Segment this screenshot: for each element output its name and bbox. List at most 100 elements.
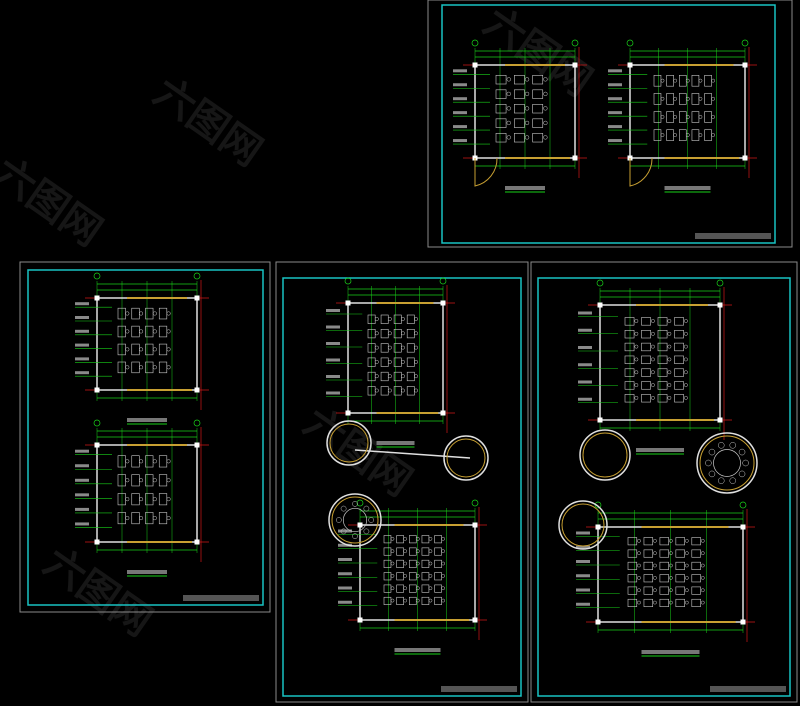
chair	[698, 133, 703, 137]
desk	[675, 586, 685, 595]
label-text	[578, 397, 592, 401]
desk	[408, 584, 417, 593]
label-text	[578, 380, 592, 384]
chair	[683, 344, 688, 349]
column	[595, 619, 601, 625]
desk	[396, 535, 404, 544]
desk	[691, 537, 701, 546]
column	[472, 522, 478, 528]
label-text	[578, 328, 592, 332]
chair	[363, 505, 370, 512]
chair	[125, 347, 130, 352]
chair	[711, 115, 715, 119]
chair	[152, 311, 157, 316]
chair	[634, 370, 639, 375]
chair	[667, 395, 672, 400]
round-wall	[328, 493, 382, 547]
desk	[674, 381, 684, 390]
floor-plan	[608, 39, 757, 193]
chair	[390, 574, 395, 578]
door-swing	[629, 157, 653, 187]
desk	[627, 598, 638, 607]
chair	[742, 459, 749, 467]
round-room	[696, 432, 758, 494]
desk	[643, 598, 654, 607]
axis-bubble	[93, 419, 101, 427]
round-window	[582, 432, 628, 478]
desk	[659, 549, 669, 558]
desk	[434, 535, 442, 544]
chair	[152, 329, 157, 334]
desk	[408, 572, 417, 581]
round-wall	[558, 500, 608, 550]
round-window	[699, 435, 755, 491]
chair	[637, 538, 641, 543]
chair	[152, 478, 157, 483]
chair	[336, 517, 342, 523]
desk	[495, 89, 507, 99]
chair	[125, 329, 130, 334]
chair	[653, 600, 657, 605]
desk	[641, 368, 651, 377]
desk	[624, 368, 635, 377]
chair	[166, 329, 171, 334]
round-wall	[696, 432, 758, 494]
chair	[684, 563, 689, 568]
desk	[678, 93, 687, 105]
desk	[641, 381, 651, 390]
label-text	[578, 363, 592, 367]
floor-plan	[75, 272, 209, 425]
label-text	[608, 125, 622, 129]
chair	[650, 331, 655, 336]
desk	[532, 75, 544, 85]
label-text	[608, 69, 622, 73]
desk	[145, 307, 154, 320]
axis-bubble	[471, 499, 479, 507]
sheet-outer-frame	[427, 0, 793, 248]
desk	[158, 325, 168, 338]
label-text	[576, 560, 590, 563]
chair	[152, 459, 157, 464]
round-table	[713, 449, 741, 477]
chair	[441, 598, 445, 603]
sheet-left	[19, 261, 271, 613]
desk	[675, 574, 685, 583]
chair	[428, 598, 433, 603]
chair	[700, 563, 705, 568]
chair	[414, 359, 418, 364]
desk	[643, 574, 654, 583]
label-text	[608, 97, 622, 101]
chair	[166, 516, 171, 521]
desk	[641, 342, 651, 352]
desk	[653, 93, 662, 105]
desk	[653, 129, 662, 141]
column	[440, 300, 446, 306]
chair	[340, 505, 347, 512]
desk	[691, 586, 701, 595]
chair	[374, 374, 379, 379]
chair	[685, 78, 690, 83]
axis-bubble	[741, 39, 749, 47]
column	[194, 295, 200, 301]
desk	[624, 394, 635, 403]
desk	[659, 537, 669, 546]
chair	[700, 576, 705, 580]
chair	[374, 345, 379, 350]
chair	[139, 365, 144, 370]
column	[595, 524, 601, 530]
desk	[408, 547, 417, 556]
chair	[698, 78, 703, 83]
axis-bubble	[471, 39, 479, 47]
axis-bubble	[571, 39, 579, 47]
label-text	[338, 558, 352, 561]
label-text	[75, 464, 89, 468]
desk	[158, 307, 168, 320]
chair	[139, 329, 144, 334]
chair	[387, 374, 392, 379]
chair	[403, 561, 407, 566]
desk	[408, 596, 417, 605]
chair	[506, 91, 511, 97]
desk	[131, 493, 140, 506]
desk	[383, 547, 392, 556]
chair	[524, 91, 530, 97]
